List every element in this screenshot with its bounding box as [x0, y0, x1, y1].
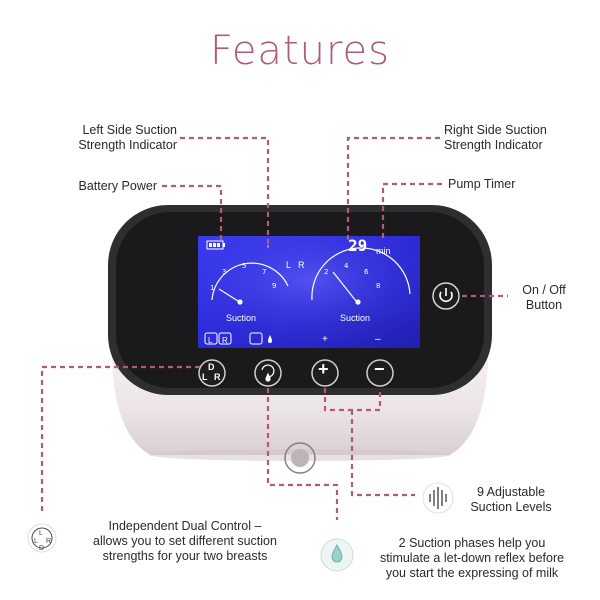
dual-button-d: D	[208, 362, 215, 372]
dual-control-label: Independent Dual Control – allows you to…	[93, 519, 277, 563]
right-gauge	[311, 247, 411, 305]
left-suction-label: Left Side Suction Strength Indicator	[78, 123, 177, 152]
right-suction-label: Right Side Suction Strength Indicator	[444, 123, 547, 152]
suction-phases-label: 2 Suction phases help you stimulate a le…	[379, 536, 565, 580]
battery-label: Battery Power	[78, 179, 157, 193]
battery-icon	[206, 240, 225, 250]
control-buttons	[198, 282, 460, 387]
brand-logo-icon	[284, 442, 316, 474]
dual-icon-bottom: D	[39, 545, 45, 552]
timer-value: 29	[348, 236, 368, 255]
onoff-label: On / Off Button	[522, 283, 566, 312]
plus-button-glyph: +	[318, 359, 329, 379]
screen-minus: –	[375, 334, 381, 345]
mode-left: L	[208, 336, 213, 345]
dual-icon-right: R	[46, 538, 52, 545]
suction-phases-icon	[320, 538, 354, 572]
power-icon	[439, 288, 453, 303]
pump-timer-label: Pump Timer	[448, 177, 516, 191]
lcd-screen	[198, 236, 420, 348]
suction-levels-icon	[422, 482, 454, 514]
dual-icon-left: L	[34, 538, 38, 545]
suction-levels-label: 9 Adjustable Suction Levels	[470, 485, 552, 514]
screen-side-right: R	[298, 260, 305, 270]
left-gauge	[211, 262, 289, 305]
leader-lines	[40, 136, 508, 520]
dual-control-icon	[27, 523, 57, 553]
minus-button-glyph: −	[374, 359, 385, 379]
timer-unit: min	[376, 246, 391, 256]
screen-side-left: L	[286, 260, 292, 270]
page-title: Features	[210, 28, 390, 74]
dual-icon-top: L	[39, 530, 43, 537]
mode-icons	[204, 332, 263, 345]
dual-control-button[interactable]	[198, 359, 226, 387]
plus-button[interactable]	[311, 359, 339, 387]
dual-button-l: L	[202, 372, 208, 382]
gauge-label-left: Suction	[226, 313, 257, 323]
minus-button[interactable]	[366, 359, 394, 387]
dual-button-r: R	[214, 372, 221, 382]
gauge-ticks: 1 3 5 7 9 2 4 6 8	[210, 262, 381, 292]
let-down-icon	[261, 364, 275, 382]
gauge-label-right: Suction	[340, 313, 371, 323]
mode-right: R	[222, 336, 228, 345]
screen-plus: +	[322, 334, 328, 345]
droplet-icon	[268, 335, 272, 343]
